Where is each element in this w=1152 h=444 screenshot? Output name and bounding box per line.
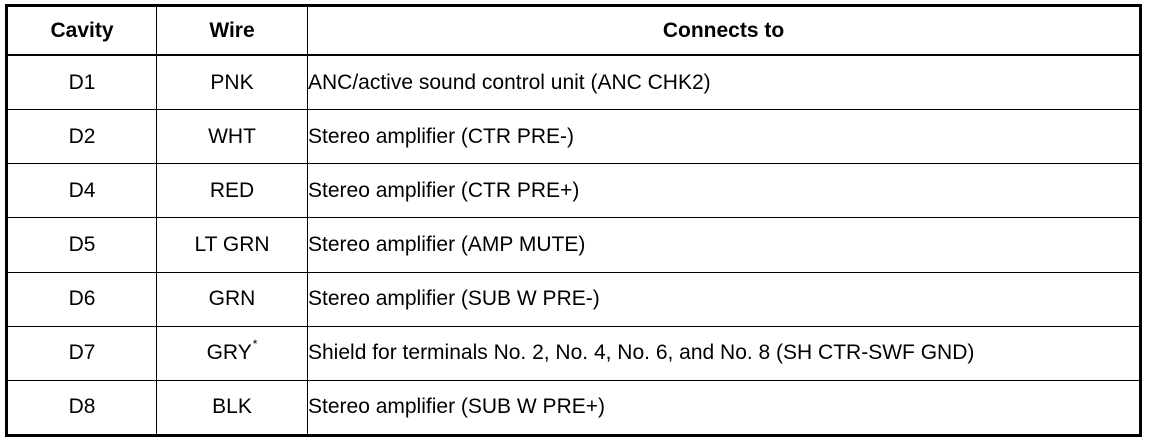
table-row: D6 GRN Stereo amplifier (SUB W PRE-) [6, 271, 1141, 327]
table-header-row: Cavity Wire Connects to [6, 5, 1141, 56]
cavity-cell: D5 [6, 217, 157, 273]
connects-to-column-header: Connects to [307, 5, 1141, 56]
connects-to-cell: Shield for terminals No. 2, No. 4, No. 6… [307, 325, 1141, 381]
cavity-column-header: Cavity [6, 5, 157, 56]
table-row: D1 PNK ANC/active sound control unit (AN… [6, 54, 1141, 111]
connects-to-cell: Stereo amplifier (CTR PRE-) [307, 109, 1141, 165]
table-row: D7 GRY* Shield for terminals No. 2, No. … [6, 325, 1141, 381]
cavity-cell: D7 [6, 325, 157, 381]
wire-color: PNK [210, 70, 254, 94]
wire-cell: BLK [156, 379, 308, 437]
connector-pinout-table: Cavity Wire Connects to D1 PNK ANC/activ… [5, 4, 1142, 437]
cavity-cell: D4 [6, 163, 157, 219]
wire-cell: WHT [156, 109, 308, 165]
connects-to-cell: Stereo amplifier (CTR PRE+) [307, 163, 1141, 219]
connects-to-cell: Stereo amplifier (AMP MUTE) [307, 217, 1141, 273]
wire-color: RED [209, 178, 255, 202]
wire-color: LT GRN [194, 232, 270, 256]
footnote-asterisk: * [252, 337, 258, 352]
wire-column-header: Wire [156, 5, 308, 56]
wire-cell: PNK [156, 54, 308, 111]
cavity-cell: D6 [6, 271, 157, 327]
cavity-cell: D2 [6, 109, 157, 165]
connects-to-cell: Stereo amplifier (SUB W PRE+) [307, 379, 1141, 437]
connects-to-cell: ANC/active sound control unit (ANC CHK2) [307, 54, 1141, 111]
table-row: D5 LT GRN Stereo amplifier (AMP MUTE) [6, 217, 1141, 273]
wire-color: BLK [212, 395, 252, 419]
table-row: D8 BLK Stereo amplifier (SUB W PRE+) [6, 379, 1141, 437]
wire-cell: GRN [156, 271, 308, 327]
cavity-cell: D1 [6, 54, 157, 111]
connects-to-cell: Stereo amplifier (SUB W PRE-) [307, 271, 1141, 327]
table-row: D2 WHT Stereo amplifier (CTR PRE-) [6, 109, 1141, 165]
wire-cell: RED [156, 163, 308, 219]
wire-cell: GRY* [156, 325, 308, 381]
wire-color: GRN [208, 287, 256, 311]
wire-color: WHT [208, 124, 256, 148]
cavity-cell: D8 [6, 379, 157, 437]
wire-cell: LT GRN [156, 217, 308, 273]
wire-color: GRY [206, 341, 252, 365]
table-row: D4 RED Stereo amplifier (CTR PRE+) [6, 163, 1141, 219]
